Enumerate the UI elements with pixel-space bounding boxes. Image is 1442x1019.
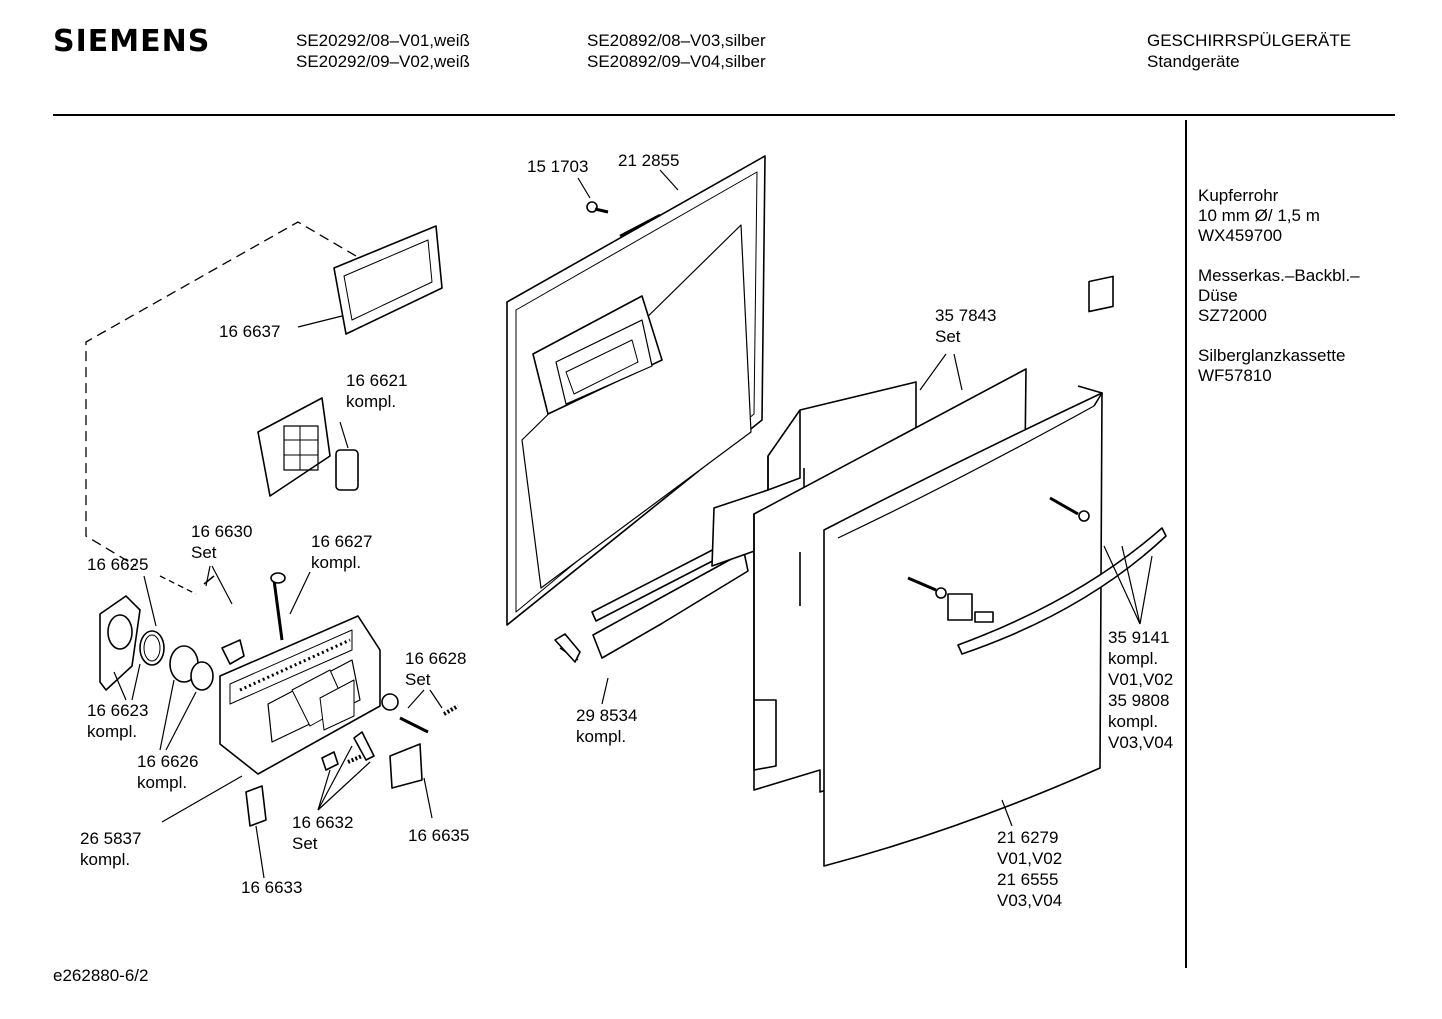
- part-label-line: kompl.: [137, 773, 188, 792]
- part-label-line: 21 6555: [997, 870, 1059, 889]
- door-handle: [907, 275, 1167, 655]
- part-label-line: V03,V04: [1108, 733, 1174, 752]
- accessory-line: SZ72000: [1198, 306, 1267, 325]
- part-label-line: 26 5837: [80, 829, 142, 848]
- accessory-item: Kupferrohr 10 mm Ø/ 1,5 m WX459700: [1198, 186, 1360, 246]
- part-label-line: 16 6637: [219, 322, 281, 341]
- model-line: SE20292/08–V01,weiß: [296, 31, 470, 50]
- part-label-line: 21 2855: [618, 151, 680, 170]
- part-label-line: kompl.: [80, 850, 131, 869]
- category-line: GESCHIRRSPÜLGERÄTE: [1147, 31, 1352, 50]
- screw-part: [586, 201, 609, 214]
- part-label-line: V03,V04: [997, 891, 1063, 910]
- accessory-line: Kupferrohr: [1198, 186, 1279, 205]
- part-label-line: 29 8534: [576, 706, 638, 725]
- part-label-166628: 16 6628 Set: [405, 648, 466, 690]
- part-label-line: 35 7843: [935, 306, 997, 325]
- part-label-line: Set: [292, 834, 318, 853]
- model-line: SE20892/09–V04,silber: [587, 52, 766, 71]
- part-label-151703: 15 1703: [527, 156, 588, 177]
- gasket: [333, 225, 443, 335]
- accessory-line: Messerkas.–Backbl.–: [1198, 266, 1360, 285]
- part-label-line: kompl.: [576, 727, 627, 746]
- part-label-298534: 29 8534 kompl.: [576, 705, 637, 747]
- accessory-item: Messerkas.–Backbl.– Düse SZ72000: [1198, 266, 1360, 326]
- part-label-line: kompl.: [87, 722, 138, 741]
- part-label-line: 16 6623: [87, 701, 149, 720]
- accessory-line: WX459700: [1198, 226, 1283, 245]
- small-parts: [203, 572, 459, 827]
- accessory-line: Düse: [1198, 286, 1238, 305]
- part-label-166635: 16 6635: [408, 825, 469, 846]
- assembly-outline: [85, 221, 357, 567]
- leader-lines: [113, 169, 1153, 879]
- inner-door-panel: [506, 155, 766, 626]
- model-list-silver: SE20892/08–V03,silber SE20892/09–V04,sil…: [587, 30, 766, 72]
- part-label-166630: 16 6630 Set: [191, 521, 252, 563]
- part-label-line: 35 9808: [1108, 691, 1170, 710]
- category-title: GESCHIRRSPÜLGERÄTE Standgeräte: [1147, 30, 1351, 72]
- drawing-code: e262880-6/2: [53, 966, 149, 985]
- part-label-line: 16 6625: [87, 555, 149, 574]
- part-label-line: kompl.: [1108, 649, 1159, 668]
- part-label-line: 16 6621: [346, 371, 408, 390]
- part-label-line: kompl.: [1108, 712, 1159, 731]
- part-label-line: 16 6626: [137, 752, 199, 771]
- part-label-212855: 21 2855: [618, 150, 679, 171]
- part-label-166627: 16 6627 kompl.: [311, 531, 372, 573]
- part-label-line: 35 9141: [1108, 628, 1170, 647]
- part-label-line: kompl.: [346, 392, 397, 411]
- accessory-line: Silberglanzkassette: [1198, 346, 1346, 365]
- part-label-line: kompl.: [311, 553, 362, 572]
- part-label-line: V01,V02: [997, 849, 1063, 868]
- part-label-357843: 35 7843 Set: [935, 305, 996, 347]
- part-label-line: 15 1703: [527, 157, 589, 176]
- category-line: Standgeräte: [1147, 52, 1240, 71]
- accessory-line: 10 mm Ø/ 1,5 m: [1198, 206, 1320, 225]
- accessory-item: Silberglanzkassette WF57810: [1198, 346, 1360, 386]
- part-label-265837: 26 5837 kompl.: [80, 828, 141, 870]
- part-label-line: 16 6635: [408, 826, 470, 845]
- part-label-line: 16 6630: [191, 522, 253, 541]
- part-label-166633: 16 6633: [241, 877, 302, 898]
- part-label-line: V01,V02: [1108, 670, 1174, 689]
- sidebar-divider: [1185, 120, 1187, 968]
- rinse-aid-lid: [257, 397, 359, 497]
- model-line: SE20892/08–V03,silber: [587, 31, 766, 50]
- part-label-216279: 21 6279 V01,V02 21 6555 V03,V04: [997, 827, 1062, 911]
- detergent-dispenser: [219, 615, 381, 775]
- part-label-166632: 16 6632 Set: [292, 812, 353, 854]
- part-label-line: 16 6632: [292, 813, 354, 832]
- part-label-line: 16 6627: [311, 532, 373, 551]
- seal-rings: [139, 630, 214, 691]
- brand-logo: SIEMENS: [53, 24, 211, 59]
- front-door-panel: [823, 385, 1103, 867]
- part-label-line: Set: [405, 670, 431, 689]
- accessory-line: WF57810: [1198, 366, 1272, 385]
- part-label-line: 16 6633: [241, 878, 303, 897]
- part-label-166637: 16 6637: [219, 321, 280, 342]
- part-label-166626: 16 6626 kompl.: [137, 751, 198, 793]
- dispenser-cover: [99, 595, 141, 691]
- accessories-list: Kupferrohr 10 mm Ø/ 1,5 m WX459700 Messe…: [1198, 186, 1360, 406]
- part-label-359141: 35 9141 kompl. V01,V02 35 9808 kompl. V0…: [1108, 627, 1173, 753]
- model-line: SE20292/09–V02,weiß: [296, 52, 470, 71]
- seal-strip: [554, 542, 749, 663]
- part-label-line: 16 6628: [405, 649, 467, 668]
- part-label-166625: 16 6625: [87, 554, 148, 575]
- model-list-white: SE20292/08–V01,weiß SE20292/09–V02,weiß: [296, 30, 470, 72]
- part-label-line: 21 6279: [997, 828, 1059, 847]
- part-label-line: Set: [935, 327, 961, 346]
- part-label-166621: 16 6621 kompl.: [346, 370, 407, 412]
- header-divider: [53, 114, 1395, 116]
- part-label-166623: 16 6623 kompl.: [87, 700, 148, 742]
- part-label-line: Set: [191, 543, 217, 562]
